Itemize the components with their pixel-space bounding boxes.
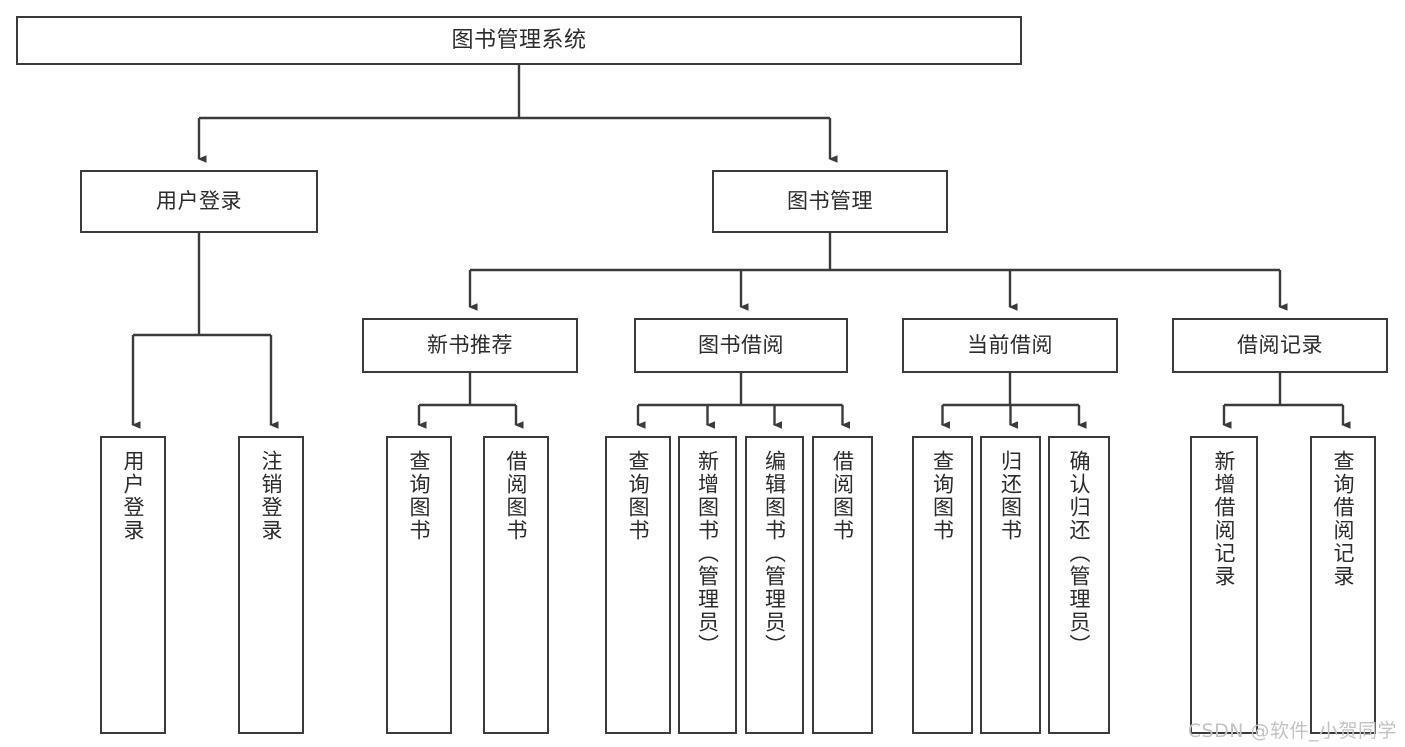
node-book-manage-label: 图书管理: [787, 189, 873, 214]
node-root-label: 图书管理系统: [451, 27, 587, 53]
node-borrow-record[interactable]: 借阅记录: [1172, 318, 1388, 373]
node-current-borrow[interactable]: 当前借阅: [902, 318, 1118, 373]
node-leaf-return-book[interactable]: 归还图书: [980, 436, 1041, 734]
node-user-login-label: 用户登录: [156, 189, 242, 214]
node-leaf-add-book-label: 新增图书（管理员）: [695, 450, 720, 657]
node-leaf-query-record-label: 查询借阅记录: [1331, 450, 1356, 588]
node-leaf-add-record[interactable]: 新增借阅记录: [1190, 436, 1258, 734]
node-borrow-record-label: 借阅记录: [1237, 333, 1323, 358]
node-leaf-add-book[interactable]: 新增图书（管理员）: [678, 436, 737, 734]
connector-lines: [131, 65, 1351, 429]
node-book-borrow-label: 图书借阅: [698, 333, 784, 358]
node-leaf-user-login-label: 用户登录: [121, 450, 146, 542]
node-leaf-user-login[interactable]: 用户登录: [100, 436, 166, 734]
node-current-borrow-label: 当前借阅: [967, 333, 1053, 358]
node-leaf-confirm-return-label: 确认归还（管理员）: [1067, 450, 1092, 657]
node-leaf-query-record[interactable]: 查询借阅记录: [1310, 436, 1376, 734]
node-leaf-edit-book[interactable]: 编辑图书（管理员）: [745, 436, 804, 734]
node-new-book-recommend[interactable]: 新书推荐: [362, 318, 578, 373]
node-leaf-edit-book-label: 编辑图书（管理员）: [762, 450, 787, 657]
node-leaf-return-book-label: 归还图书: [998, 450, 1023, 542]
node-leaf-query-book-2[interactable]: 查询图书: [605, 436, 671, 734]
node-new-book-recommend-label: 新书推荐: [427, 333, 513, 358]
node-user-login[interactable]: 用户登录: [80, 170, 318, 233]
node-book-manage[interactable]: 图书管理: [712, 170, 948, 233]
node-book-borrow[interactable]: 图书借阅: [634, 318, 848, 373]
node-leaf-borrow-book-2[interactable]: 借阅图书: [812, 436, 873, 734]
node-leaf-query-book-2-label: 查询图书: [626, 450, 651, 542]
node-leaf-query-book-1[interactable]: 查询图书: [386, 436, 452, 734]
node-leaf-query-book-1-label: 查询图书: [407, 450, 432, 542]
node-leaf-borrow-book-2-label: 借阅图书: [830, 450, 855, 542]
node-leaf-borrow-book-1-label: 借阅图书: [504, 450, 529, 542]
node-leaf-logout[interactable]: 注销登录: [238, 436, 304, 734]
watermark-text: CSDN @软件_小贺同学: [1187, 720, 1397, 742]
node-leaf-borrow-book-1[interactable]: 借阅图书: [483, 436, 549, 734]
node-leaf-query-book-3-label: 查询图书: [930, 450, 955, 542]
node-leaf-confirm-return[interactable]: 确认归还（管理员）: [1048, 436, 1110, 734]
node-leaf-logout-label: 注销登录: [259, 450, 284, 542]
node-leaf-add-record-label: 新增借阅记录: [1212, 450, 1237, 588]
node-leaf-query-book-3[interactable]: 查询图书: [912, 436, 973, 734]
node-root[interactable]: 图书管理系统: [16, 16, 1022, 65]
